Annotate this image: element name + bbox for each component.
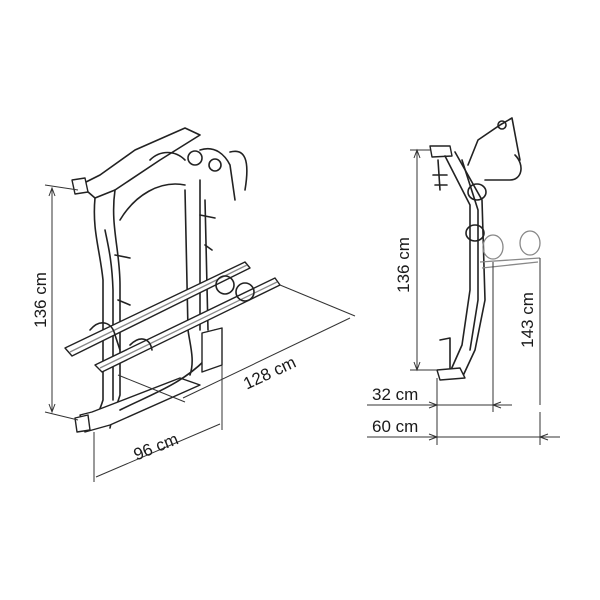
- side-offset-long-label: 60 cm: [372, 417, 418, 436]
- front-depth-label: 128 cm: [240, 353, 299, 394]
- front-width-dimension: [93, 365, 223, 482]
- side-height-dimension: [410, 148, 437, 372]
- side-view-rack-drawing: [429, 117, 541, 381]
- front-depth-dimension: [117, 284, 356, 403]
- side-total-height-dimension: [492, 258, 541, 445]
- side-offset-dimensions: [367, 378, 560, 445]
- front-height-label: 136 cm: [31, 272, 50, 328]
- front-width-label: 96 cm: [131, 429, 181, 464]
- front-view-rack-drawing: [64, 127, 281, 433]
- side-height-label: 136 cm: [394, 237, 413, 293]
- front-height-dimension: [44, 184, 79, 421]
- side-offset-short-label: 32 cm: [372, 385, 418, 404]
- side-total-height-label: 143 cm: [518, 292, 537, 348]
